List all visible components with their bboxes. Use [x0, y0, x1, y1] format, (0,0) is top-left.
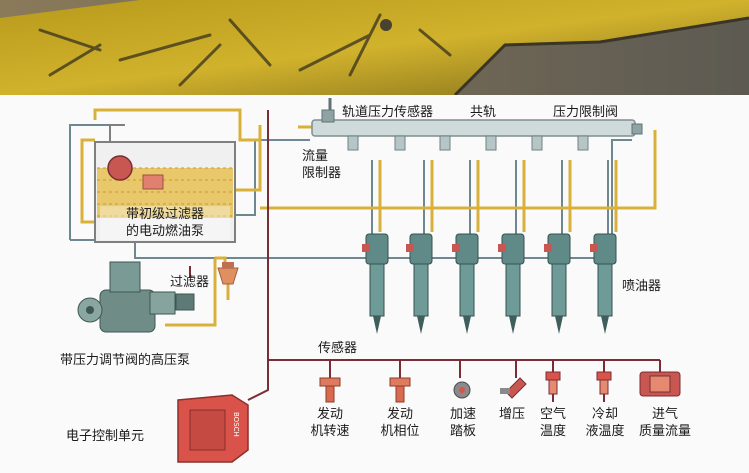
coolant-temperature-sensor-icon	[596, 371, 612, 402]
label-sensor-engine-phase-line2: 机相位	[380, 424, 420, 439]
label-flow-limiter-line2: 限制器	[302, 166, 342, 181]
common-rail-icon	[311, 98, 643, 137]
label-flow-limiter: 流量 限制器	[302, 148, 341, 182]
label-sensor-boost: 增压	[490, 406, 534, 423]
boost-pressure-sensor-icon	[500, 377, 527, 399]
injector-icon	[590, 233, 617, 334]
filter-icon	[217, 262, 239, 285]
fuel-pump-icon	[107, 155, 133, 181]
label-filter: 过滤器	[170, 275, 210, 290]
label-sensor-air-mass-line2: 质量流量	[638, 424, 691, 439]
bolt-icon	[380, 19, 392, 31]
label-sensor-coolant-temp: 冷却 液温度	[576, 406, 634, 440]
label-sensor-engine-phase-line1: 发动	[386, 407, 413, 422]
metal-edge	[453, 16, 749, 95]
sensor-row	[319, 371, 681, 403]
injector-icon	[406, 233, 433, 334]
label-flow-limiter-line1: 流量	[302, 149, 329, 164]
ecu-brand-text: BOSCH	[232, 412, 240, 437]
label-sensor-air-mass: 进气 质量流量	[630, 406, 700, 440]
injector-icon	[498, 233, 525, 334]
injector-icon	[544, 233, 571, 334]
label-sensor-engine-phase: 发动 机相位	[372, 406, 428, 440]
injector-row	[362, 233, 617, 334]
common-rail-diagram: BOSCH	[0, 95, 749, 473]
label-sensor-air-temp-line2: 温度	[539, 424, 566, 439]
label-pressure-limit-valve: 压力限制阀	[553, 105, 619, 120]
label-hp-pump: 带压力调节阀的高压泵	[60, 353, 191, 368]
electrical-lines	[189, 110, 661, 401]
label-sensor-air-temp-line1: 空气	[539, 407, 566, 422]
ecu-icon: BOSCH	[177, 394, 249, 463]
yellow-metal-plate	[0, 0, 749, 95]
photo-strip	[0, 0, 749, 95]
high-pressure-pump-icon	[77, 261, 195, 333]
label-fuel-pump-line2: 的电动燃油泵	[125, 224, 204, 239]
flow-limiter-ports	[347, 135, 589, 151]
accelerator-pedal-sensor-icon	[453, 381, 471, 399]
engine-speed-sensor-icon	[319, 377, 341, 403]
label-sensor-boost-line1: 增压	[498, 407, 525, 422]
label-common-rail: 共轨	[470, 105, 497, 120]
yellow-fuel-lines	[80, 108, 657, 327]
label-ecu: 电子控制单元	[66, 429, 145, 444]
label-sensor-air-temp: 空气 温度	[528, 406, 578, 440]
label-sensor-coolant-temp-line2: 液温度	[585, 424, 625, 439]
label-sensors: 传感器	[318, 341, 358, 356]
engine-phase-sensor-icon	[389, 377, 411, 403]
label-sensor-accelerator-line2: 踏板	[449, 424, 476, 439]
label-rail-pressure-sensor: 轨道压力传感器	[342, 105, 434, 120]
label-sensor-accelerator: 加速 踏板	[438, 406, 488, 440]
label-sensor-accelerator-line1: 加速	[449, 407, 476, 422]
label-fuel-pump-line1: 带初级过滤器	[125, 207, 204, 222]
injector-icon	[452, 233, 479, 334]
air-temperature-sensor-icon	[545, 371, 561, 402]
label-sensor-engine-speed-line1: 发动	[316, 407, 343, 422]
rust-streaks	[38, 13, 452, 87]
label-sensor-coolant-temp-line1: 冷却	[591, 407, 618, 422]
label-sensor-engine-speed-line2: 机转速	[310, 424, 350, 439]
fuel-tank	[94, 124, 236, 243]
injector-icon	[362, 233, 389, 334]
label-sensor-air-mass-line1: 进气	[651, 407, 678, 422]
label-injector: 喷油器	[622, 279, 662, 294]
air-mass-flow-sensor-icon	[639, 371, 681, 397]
label-sensor-engine-speed: 发动 机转速	[305, 406, 355, 440]
label-fuel-pump: 带初级过滤器 的电动燃油泵	[100, 206, 230, 240]
